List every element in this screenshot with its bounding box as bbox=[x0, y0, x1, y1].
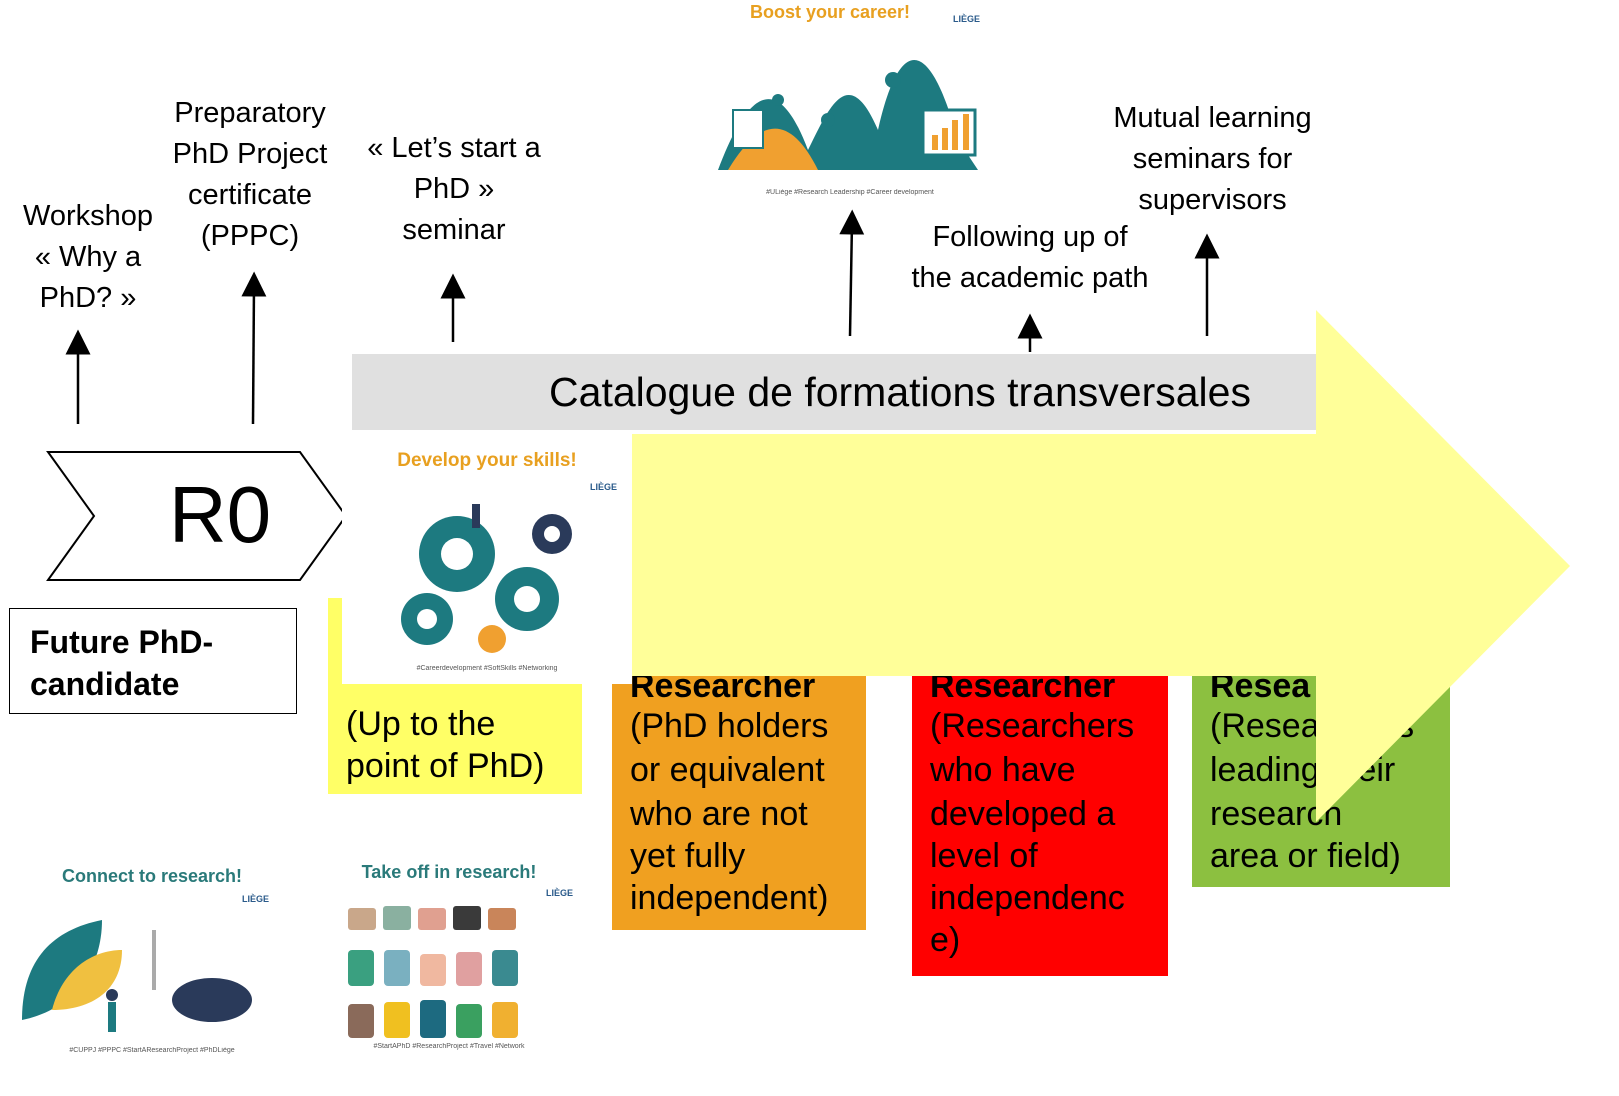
pppc-label: Preparatory PhD Project certificate (PPP… bbox=[172, 97, 328, 252]
stage-r3-desc-line4: level of bbox=[930, 837, 1038, 875]
stage-r4-desc-line4: area or field) bbox=[1210, 837, 1401, 875]
stage-r3-desc-line3: developed a bbox=[930, 795, 1116, 833]
uliege-logo: LIÈGE bbox=[546, 888, 574, 898]
future-phd-candidate-line2: candidate bbox=[30, 666, 180, 702]
uliege-logo: LIÈGE bbox=[590, 482, 618, 492]
stage-r1-desc-line1: (Up to the bbox=[346, 705, 496, 743]
stage-r2-desc-line4: yet fully bbox=[630, 837, 746, 875]
mutual-learning-label: Mutual learning seminars for supervisors bbox=[1113, 102, 1312, 216]
pppc-arrow bbox=[241, 271, 267, 425]
uliege-logo: LIÈGE bbox=[953, 14, 981, 24]
academic-path-label: Following up of the academic path bbox=[911, 221, 1149, 294]
connect-research-poster: Connect to research! LIÈGE #CUPPJ #PPPC … bbox=[12, 860, 292, 1060]
r0-chevron bbox=[46, 451, 348, 581]
r0-label: R0 bbox=[168, 470, 272, 559]
develop-skills-footer: #Careerdevelopment #SoftSkills #Networki… bbox=[416, 665, 558, 672]
stage-r2-desc-line1: (PhD holders bbox=[630, 707, 829, 745]
gears-illustration bbox=[401, 504, 572, 653]
stage-r2-desc-line3: who are not bbox=[630, 795, 808, 833]
future-phd-candidate-line1: Future PhD- bbox=[30, 624, 214, 660]
future-phd-candidate-box: Future PhD- candidate bbox=[9, 608, 297, 714]
stage-r1-desc-line2: point of PhD) bbox=[346, 747, 545, 785]
stage-r3-desc-line2: who have bbox=[930, 751, 1076, 789]
stage-r2-desc-line5: independent) bbox=[630, 879, 829, 917]
boost-career-title: Boost your career! bbox=[749, 2, 911, 22]
workshop-why-phd-label: Workshop « Why a PhD? » bbox=[22, 200, 154, 314]
catalogue-bar-label: Catalogue de formations transversales bbox=[549, 369, 1251, 415]
develop-skills-poster: Develop your skills! LIÈGE #Careerdevelo… bbox=[342, 434, 632, 684]
stage-box-r2: Researcher (PhD holders or equivalent wh… bbox=[612, 652, 866, 930]
stage-r3-desc-line6: e) bbox=[930, 921, 961, 959]
stage-r3-desc-line1: (Researchers bbox=[930, 707, 1135, 745]
boost-career-arrow bbox=[839, 209, 865, 337]
stage-r3-desc-line5: independenc bbox=[930, 879, 1125, 917]
develop-skills-title: Develop your skills! bbox=[397, 450, 577, 471]
boost-career-poster: Boost your career! LIÈGE #ULiège #Resear… bbox=[708, 0, 992, 206]
boost-career-footer: #ULiège #Research Leadership #Career dev… bbox=[766, 189, 934, 196]
take-off-research-poster: Take off in research! LIÈGE #StartAPhD #… bbox=[318, 856, 580, 1056]
catalogue-bar-bg bbox=[352, 354, 1318, 430]
luggage-illustration bbox=[348, 906, 518, 1038]
connect-research-footer: #CUPPJ #PPPC #StartAResearchProject #PhD… bbox=[69, 1047, 235, 1054]
stage-r2-desc-line2: or equivalent bbox=[630, 751, 825, 789]
uliege-logo: LIÈGE bbox=[242, 894, 270, 904]
take-off-research-title: Take off in research! bbox=[361, 862, 537, 882]
connect-research-title: Connect to research! bbox=[61, 866, 243, 886]
stage-box-r3: Researcher (Researchers who have develop… bbox=[912, 652, 1168, 976]
boost-career-illustration bbox=[718, 60, 978, 170]
lets-start-phd-label: « Let’s start a PhD » seminar bbox=[367, 132, 541, 246]
connect-research-illustration bbox=[22, 920, 252, 1032]
take-off-research-footer: #StartAPhD #ResearchProject #Travel #Net… bbox=[373, 1043, 525, 1050]
